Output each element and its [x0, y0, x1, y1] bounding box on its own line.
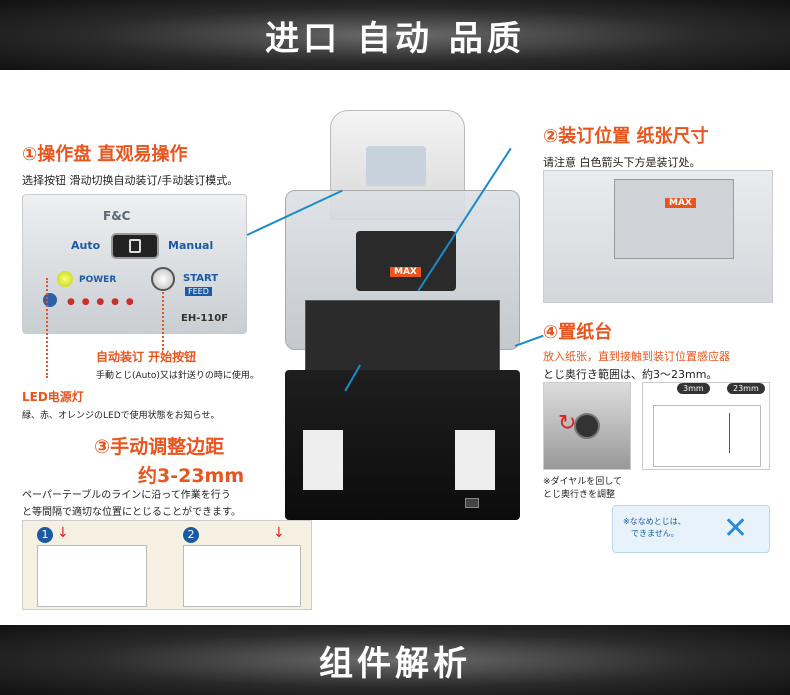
power-led-icon — [57, 271, 73, 287]
panel-annotation: ①操作盘 直观易操作 选择按钮 滑动切换自动装订/手动装订模式。 — [22, 140, 238, 188]
margin-note-2: と等間隔で適切な位置にとじることができます。 — [22, 507, 241, 518]
top-banner: 进口 自动 品质 — [0, 0, 790, 70]
cross-icon: ✕ — [723, 511, 749, 546]
closeup-logo: MAX — [665, 198, 696, 208]
start-button-note: 手動とじ(Auto)又は針送りの時に使用。 — [96, 371, 259, 381]
step-1-sheet — [37, 545, 147, 607]
warn-line-2: できません。 — [631, 529, 679, 538]
tray-title: ④置纸台 — [543, 322, 613, 343]
margin-diagram: 1 ↓ 2 ↓ — [22, 520, 312, 610]
panel-title: ①操作盘 直观易操作 — [22, 144, 188, 165]
step-2-badge: 2 — [183, 527, 199, 543]
staple-head: MAX — [356, 231, 456, 291]
led-note: 緑、赤、オレンジのLEDで使用状態をお知らせ。 — [22, 411, 220, 421]
arrow-down-icon: ↓ — [57, 525, 69, 541]
auto-label: Auto — [71, 239, 101, 252]
switch-knob — [129, 239, 141, 253]
depth-line — [729, 413, 730, 453]
status-leds-icon: ● ● ● ● ● — [67, 297, 136, 307]
dim-23mm: 23mm — [727, 383, 765, 394]
depth-diagram: 3mm 23mm — [642, 382, 770, 470]
start-button-title: 自动装订 开始按钮 — [96, 350, 197, 364]
section-title: 组件解析 — [319, 643, 471, 684]
dial-note-1: ※ダイヤルを回して — [543, 477, 623, 487]
panel-subtitle: 选择按钮 滑动切换自动装订/手动装订模式。 — [22, 174, 239, 187]
warn-line-1: ※ななめとじは、 — [623, 517, 686, 526]
start-button[interactable] — [151, 267, 175, 291]
dial-note-2: とじ奥行きを調整 — [543, 490, 616, 500]
led-leader — [46, 278, 48, 378]
start-annotation: 自动装订 开始按钮 手動とじ(Auto)又は針送りの時に使用。 — [96, 348, 259, 381]
feed-label: FEED — [185, 287, 212, 296]
position-annotation: ②装订位置 纸张尺寸 请注意 白色箭头下方是装订处。 — [543, 122, 709, 170]
tray-note-2: とじ奥行き範囲は、約3～23mm。 — [543, 368, 718, 381]
depth-dial[interactable] — [574, 413, 600, 439]
step-2-sheet — [183, 545, 301, 607]
start-label: START — [183, 273, 219, 284]
dial-notes: ※ダイヤルを回して とじ奥行きを調整 — [543, 474, 622, 500]
control-panel-photo: F&C Auto Manual POWER ● ● ● ● ● START FE… — [22, 194, 247, 334]
machine-base — [285, 370, 520, 520]
diagonal-warning: ※ななめとじは、 できません。 ✕ — [612, 505, 770, 553]
staple-position-photo: MAX — [543, 170, 773, 303]
staple-head-closeup: MAX — [614, 179, 734, 259]
machine-logo: MAX — [390, 267, 421, 277]
dim-3mm: 3mm — [677, 383, 710, 394]
rotate-arrow-icon: ↻ — [558, 411, 577, 436]
tray-annotation: ④置纸台 放入纸张，直到接触到装订位置感应器 とじ奥行き範囲は、約3～23mm。 — [543, 318, 730, 382]
margin-note-1: ペーパーテーブルのラインに沿って作業を行う — [22, 490, 231, 501]
position-note: 请注意 白色箭头下方是装订处。 — [543, 156, 701, 169]
mode-slide-switch[interactable] — [111, 233, 159, 259]
model-label: EH-110F — [181, 313, 229, 324]
warning-label-left — [303, 430, 343, 490]
margin-notes: ペーパーテーブルのラインに沿って作業を行う と等間隔で適切な位置にとじることがで… — [22, 486, 241, 518]
mini-control-panel — [366, 146, 426, 186]
position-title: ②装订位置 纸张尺寸 — [543, 126, 709, 147]
power-label: POWER — [79, 275, 117, 285]
start-leader — [162, 292, 164, 350]
arrow-down-icon-2: ↓ — [273, 525, 285, 541]
sheet-outline — [653, 405, 761, 467]
stapler-machine: MAX A4 B5 A5 B5 A5 B5 A4 — [285, 110, 520, 520]
tray-note-1: 放入纸张，直到接触到装订位置感应器 — [543, 350, 730, 363]
led-annotation: LED电源灯 緑、赤、オレンジのLEDで使用状態をお知らせ。 — [22, 388, 219, 421]
margin-range: 约3-23mm — [138, 465, 245, 487]
margin-annotation: ③手动调整边距 约3-23mm — [94, 432, 244, 488]
led-title: LED电源灯 — [22, 390, 84, 404]
brand-logo: F&C — [103, 209, 131, 223]
manual-label: Manual — [168, 239, 214, 252]
step-1-badge: 1 — [37, 527, 53, 543]
margin-title: ③手动调整边距 — [94, 436, 225, 458]
bottom-banner: 组件解析 — [0, 625, 790, 695]
warning-label-right — [455, 430, 495, 490]
power-switch[interactable] — [465, 498, 479, 508]
dial-photo: ↻ — [543, 382, 631, 470]
banner-title: 进口 自动 品质 — [265, 18, 525, 59]
